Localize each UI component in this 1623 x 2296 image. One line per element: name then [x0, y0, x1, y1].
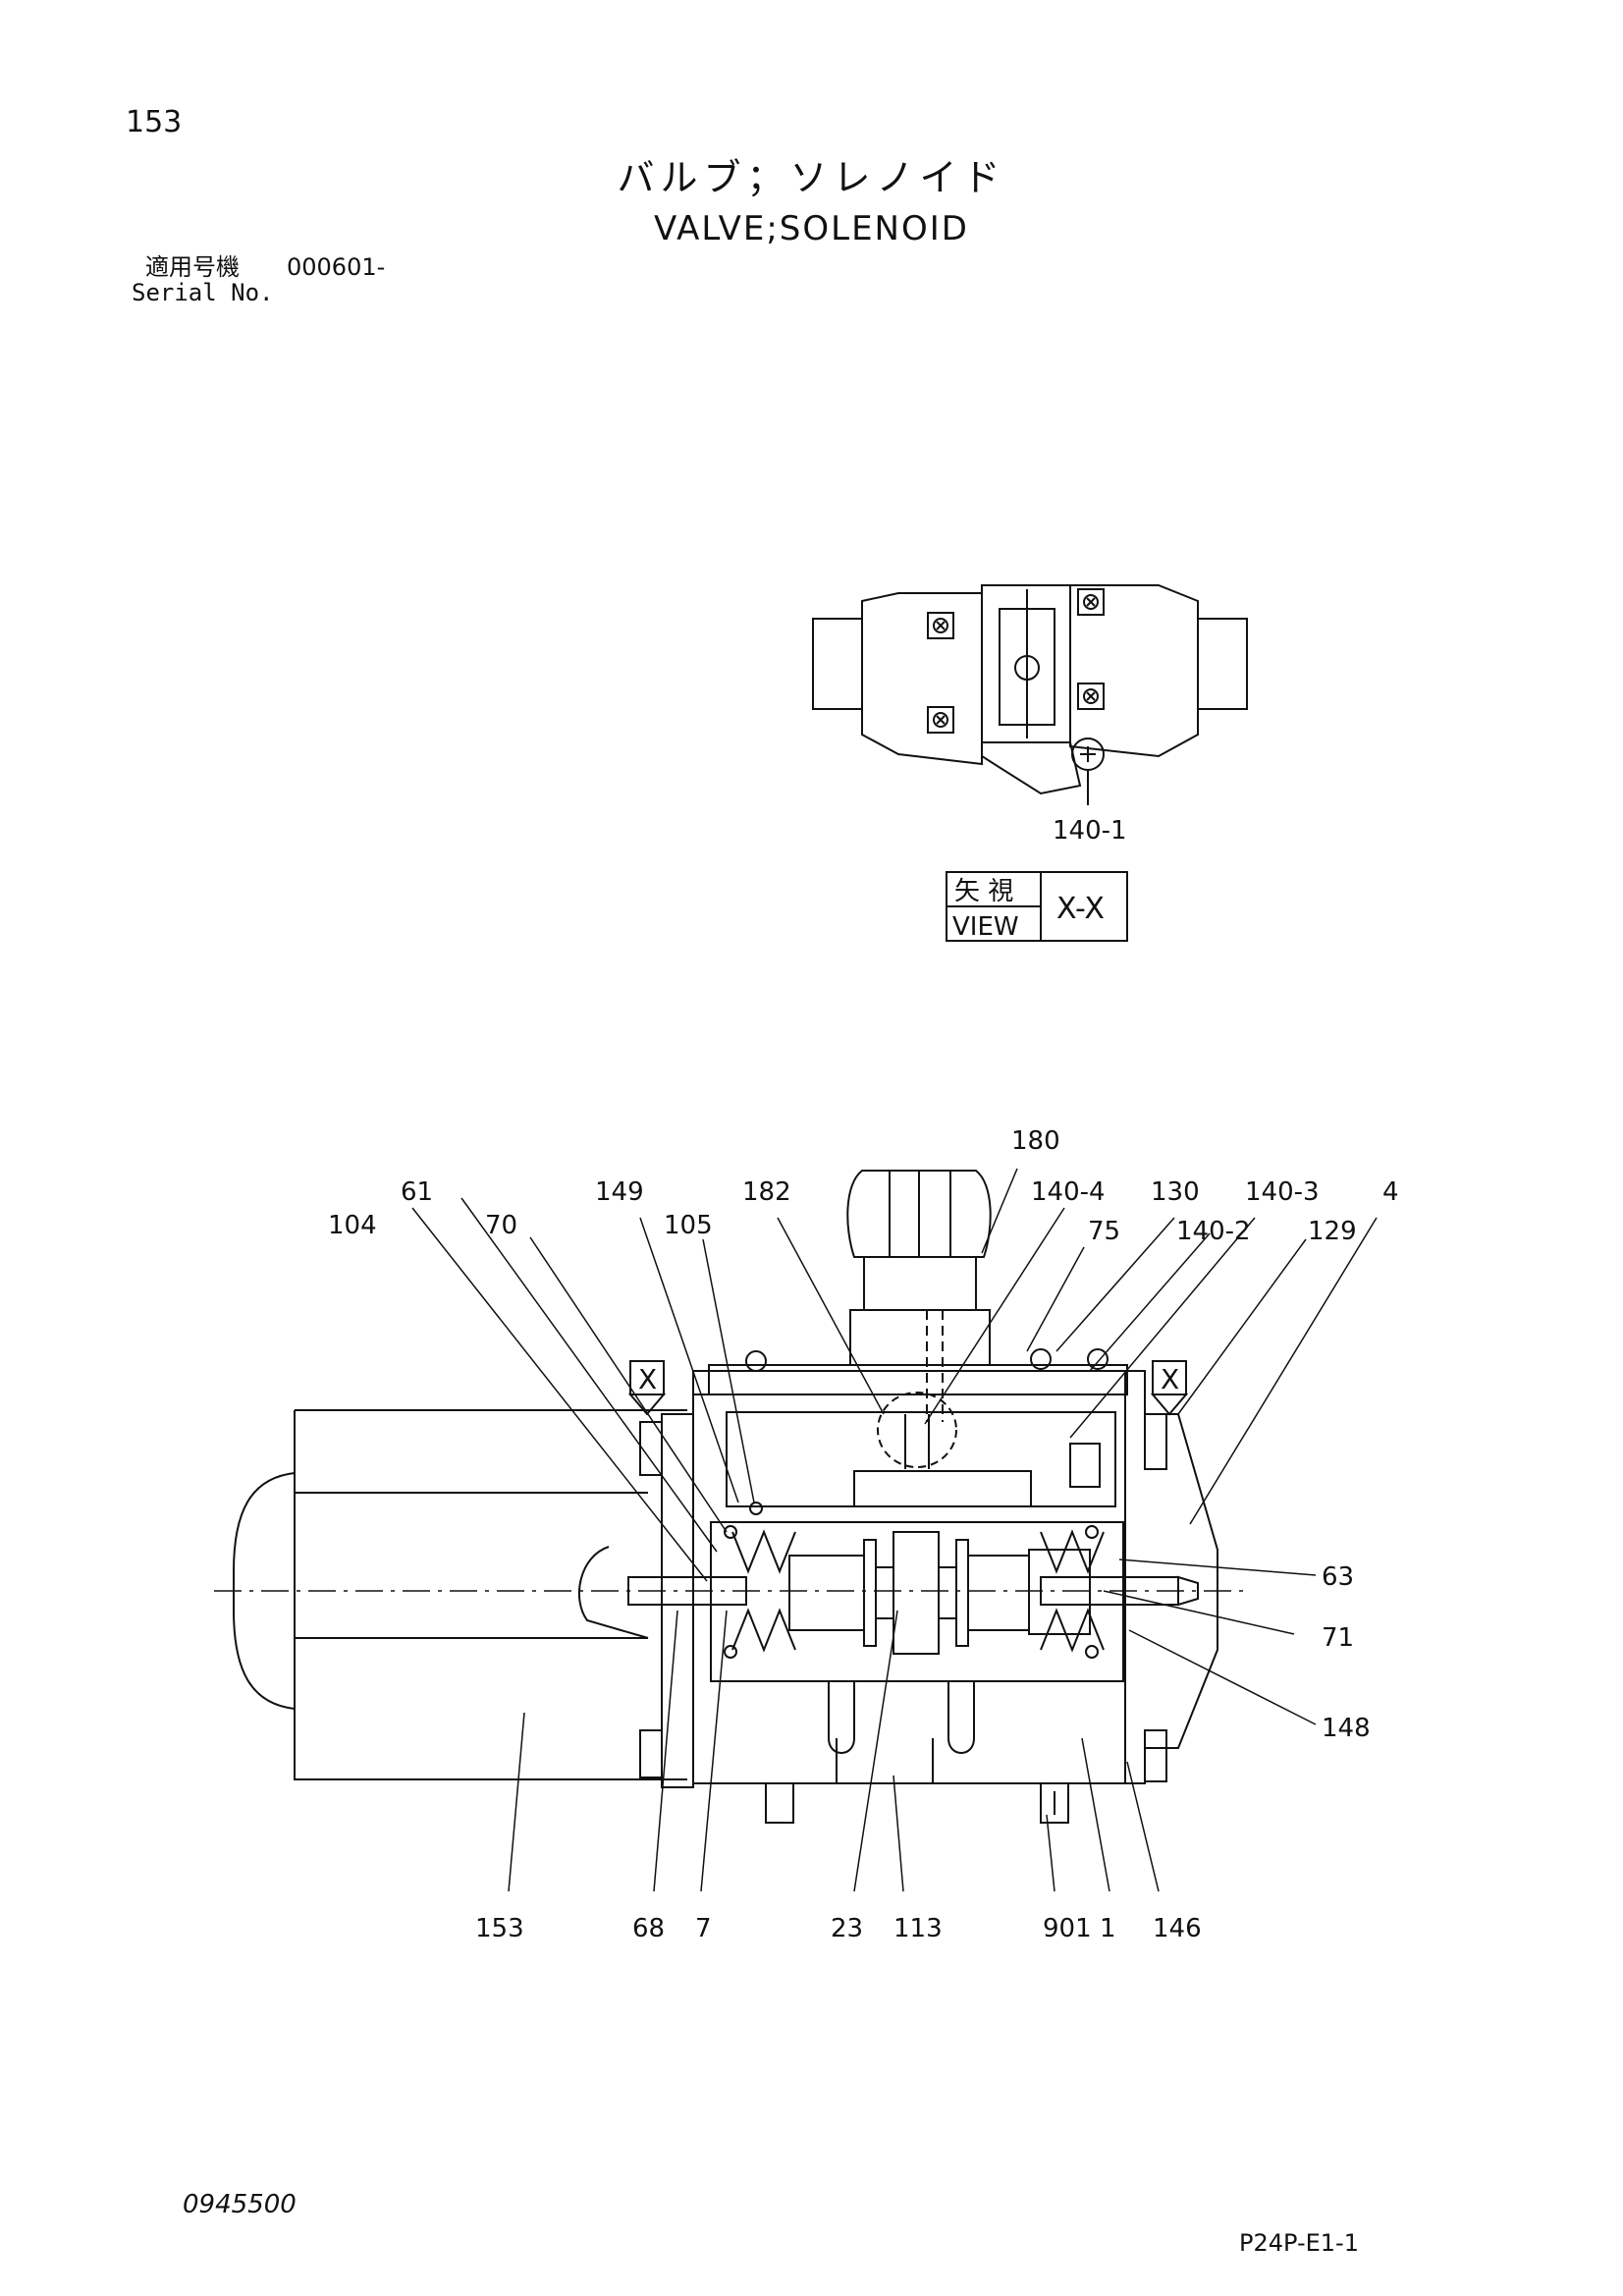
- section-marker-left: [627, 1360, 667, 1416]
- title-japanese: バルブ；ソレノイド: [617, 156, 1006, 199]
- callout-75: 75: [1088, 1217, 1120, 1246]
- screw-icon: [927, 706, 954, 734]
- callout-23: 23: [831, 1914, 863, 1943]
- sheet-code: P24P-E1-1: [1239, 2229, 1359, 2257]
- serial-label-english: Serial No.: [132, 279, 274, 306]
- callout-71: 71: [1322, 1623, 1354, 1653]
- callout-140-2: 140-2: [1176, 1217, 1251, 1246]
- left-connector: [812, 618, 863, 710]
- o-ring: [724, 1525, 737, 1539]
- callout-146: 146: [1153, 1914, 1202, 1943]
- callout-68: 68: [632, 1914, 665, 1943]
- document-code: 0945500: [183, 2190, 297, 2219]
- screw-icon: [1077, 683, 1105, 710]
- callout-182: 182: [742, 1177, 791, 1207]
- right-coil-housing: [1069, 584, 1199, 758]
- center-bore: [1014, 655, 1040, 681]
- callout-140-4: 140-4: [1031, 1177, 1106, 1207]
- view-label-box: [946, 871, 1128, 942]
- callout-63: 63: [1322, 1562, 1354, 1592]
- serial-value: 000601-: [287, 253, 386, 281]
- leader-lines: [411, 1168, 1378, 1892]
- callout-149: 149: [595, 1177, 644, 1207]
- callout-113: 113: [893, 1914, 943, 1943]
- view-section-label: X-X: [1056, 892, 1105, 926]
- serial-label-japanese: 適用号機: [145, 253, 240, 281]
- callout-104: 104: [328, 1211, 377, 1240]
- view-label-jp: 矢 視: [954, 877, 1013, 906]
- callout-1: 1: [1100, 1914, 1116, 1943]
- title-english: VALVE;SOLENOID: [654, 209, 969, 248]
- top-plate: [708, 1364, 1128, 1395]
- section-marker-left-label: X: [638, 1363, 657, 1395]
- solenoid-coil: [294, 1410, 687, 1780]
- callout-105: 105: [664, 1211, 713, 1240]
- plunger-left: [627, 1576, 747, 1606]
- bracket: [981, 741, 1082, 795]
- spool: [788, 1531, 1091, 1655]
- callout-140-1: 140-1: [1053, 816, 1127, 846]
- callout-7: 7: [695, 1914, 712, 1943]
- callout-180: 180: [1011, 1126, 1060, 1156]
- spool-bore: [710, 1521, 1124, 1682]
- callout-148: 148: [1322, 1714, 1371, 1743]
- section-drawing: [214, 1170, 1247, 1824]
- section-marker-right-label: X: [1161, 1363, 1179, 1395]
- pilot-chamber: [726, 1411, 1116, 1507]
- callout-129: 129: [1308, 1217, 1357, 1246]
- callout-61: 61: [401, 1177, 433, 1207]
- pilot-orifice: [877, 1392, 957, 1468]
- left-coil-housing: [861, 592, 983, 766]
- view-xx-drawing: [812, 584, 1248, 805]
- spring-left: [731, 1529, 796, 1574]
- cross-screw-icon: [1071, 738, 1105, 771]
- page-number: 153: [126, 105, 183, 139]
- section-marker-right: [1150, 1360, 1189, 1416]
- screw-icon: [1077, 588, 1105, 616]
- screw-icon: [927, 612, 954, 639]
- view-label-en: VIEW: [952, 912, 1019, 942]
- right-connector: [1197, 618, 1248, 710]
- spring-right: [1040, 1529, 1105, 1574]
- callout-153: 153: [475, 1914, 524, 1943]
- callout-130: 130: [1151, 1177, 1200, 1207]
- callout-70: 70: [485, 1211, 517, 1240]
- callout-901: 901: [1043, 1914, 1092, 1943]
- callout-4: 4: [1382, 1177, 1399, 1207]
- callout-140-3: 140-3: [1245, 1177, 1320, 1207]
